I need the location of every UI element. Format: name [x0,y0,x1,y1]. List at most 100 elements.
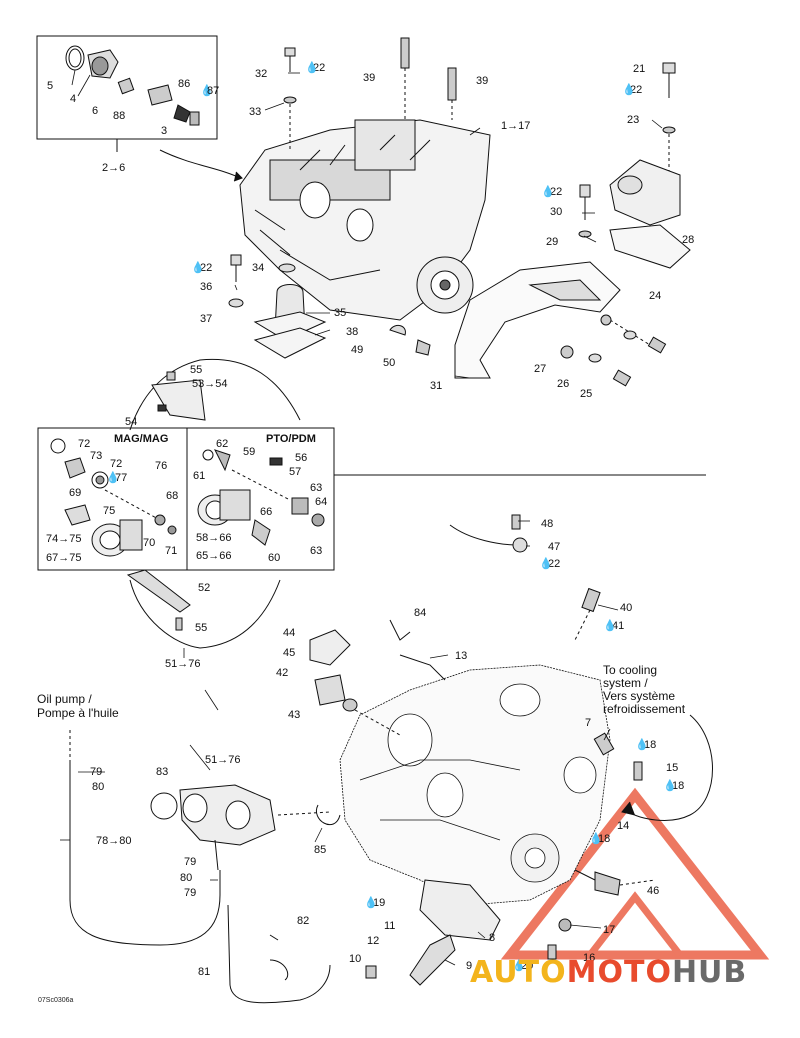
part-label: 22 [550,186,563,198]
part-label: 18 [672,780,685,792]
part-label: 1→17 [501,120,531,132]
part-label: 79 [90,766,103,778]
part-label: 39 [476,75,489,87]
torque-drop-icon: 💧 [305,62,319,74]
part-label: 88 [113,110,126,122]
part-label: 52 [198,582,211,594]
part-label: 84 [414,607,427,619]
watermark-part3: HUB [671,955,748,990]
part-label: 44 [283,627,296,639]
thermostat-parts-icon [65,45,200,126]
part-label: 16 [583,952,596,964]
part-label: 58→66 [196,532,232,544]
engine-assembly-bottom-icon [339,664,611,906]
part-label: 68 [166,490,179,502]
part-label: 4 [70,93,77,105]
part-label: 50 [383,357,396,369]
part-label: 38 [346,326,359,338]
part-label: 39 [363,72,376,84]
part-label: 62 [216,438,229,450]
leader-lines [60,69,663,966]
part-label: 21 [633,63,646,75]
spark-plug-icon [400,37,457,120]
part-label: 35 [334,307,347,319]
part-label: 22 [548,558,561,570]
torque-drop-icon: 💧 [539,558,553,570]
part-label: 22 [630,84,643,96]
part-label: 11 [384,920,396,932]
figure-code: 07Sc0306a [38,997,74,1004]
cooling-hose-arrow-icon [621,714,713,821]
part-label: 78→80 [96,835,132,847]
torque-drop-icon: 💧 [622,84,636,96]
torque-drop-icon: 💧 [106,472,120,484]
part-label: 79 [184,856,197,868]
part-label: 71 [165,545,178,557]
part-label: 14 [617,820,630,832]
part-label: 36 [200,281,213,293]
part-label: 63 [310,545,323,557]
part-label: 55 [195,622,208,634]
engine-mount-left-icon [228,254,431,359]
part-label: 9 [466,960,473,972]
part-label: 18 [598,833,611,845]
part-label: 10 [349,953,362,965]
part-label: 47 [548,541,561,553]
pto-parts-icon [197,449,325,546]
part-label: 2→6 [102,162,126,174]
cooling-note-line1: To cooling [603,663,658,677]
part-label: 81 [198,966,211,978]
part-label: 13 [455,650,468,662]
part-label: 77 [115,472,128,484]
part-label: 70 [143,537,156,549]
torque-drop-icon: 💧 [541,186,555,198]
engine-assembly-top-icon [239,119,491,321]
part-label: 7 [585,717,592,729]
bracket-42-icon [309,619,446,736]
oil-pump-note-line1: Oil pump / [37,692,92,706]
part-label: 87 [207,85,220,97]
part-label: 3 [161,125,168,137]
part-label: 59 [243,446,256,458]
engine-bracket-icon [454,261,667,387]
torque-drop-icon: 💧 [191,262,205,274]
oil-pump-note-line2: Pompe à l'huile [37,706,119,720]
part-label: 41 [612,620,625,632]
watermark-part1: AUTO [470,955,567,990]
part-label: 33 [249,106,262,118]
part-label: 64 [315,496,328,508]
part-label: 24 [649,290,662,302]
part-label: 67→75 [46,552,82,564]
part-label: 43 [288,709,301,721]
part-label: 65→66 [196,550,232,562]
torque-drop-icon: 💧 [200,85,214,97]
cooling-note-line4: refroidissement [603,702,686,716]
box-title-mag: MAG/MAG [114,433,169,445]
part-label: 17 [603,924,616,936]
engine-mount-right-icon [578,62,691,269]
part-label: 31 [430,380,443,392]
torque-drop-icon: 💧 [603,620,617,632]
part-label: 86 [178,78,191,90]
part-label: 48 [541,518,554,530]
part-label: 5 [47,80,54,92]
part-label: 37 [200,313,213,325]
part-label: 15 [666,762,679,774]
part-label: 75 [103,505,116,517]
part-label: 34 [252,262,265,274]
part-label: 63 [310,482,323,494]
mag-parts-icon [50,438,177,557]
part-label: 54 [125,416,138,428]
bolt-icon [283,47,297,150]
part-label: 45 [283,647,296,659]
throttle-body-icon [150,784,341,846]
part-label: 42 [276,667,289,679]
watermark-part2: MOTO [566,955,672,990]
box-title-pto: PTO/PDM [266,433,316,445]
part-label: 76 [155,460,168,472]
torque-drop-icon: 💧 [589,833,603,845]
part-label: 29 [546,236,559,248]
part-label: 32 [255,68,268,80]
part-label: 53→54 [192,378,228,390]
